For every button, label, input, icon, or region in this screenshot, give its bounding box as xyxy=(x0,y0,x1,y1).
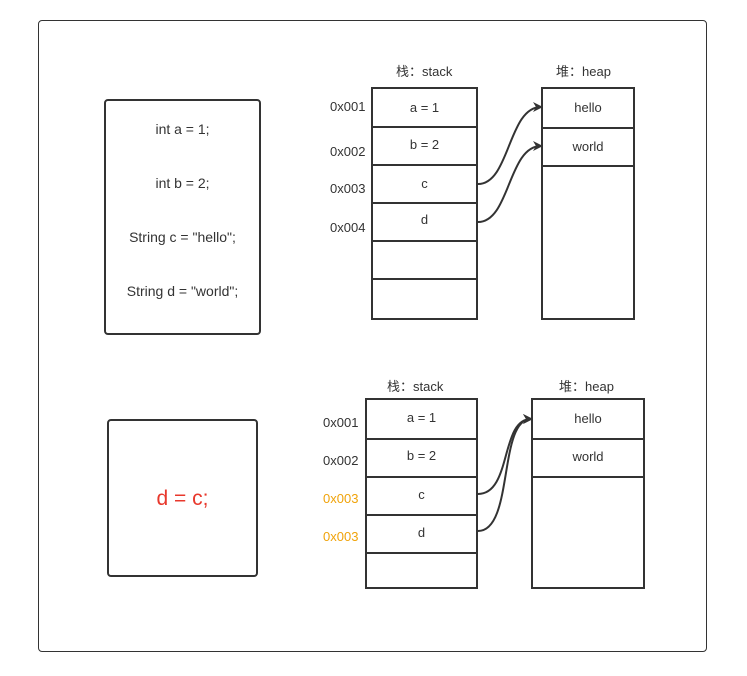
stack-cell: d xyxy=(367,514,476,554)
top-address-2: 0x002 xyxy=(330,144,366,159)
code-line-int-b: int b = 2; xyxy=(155,175,210,191)
bottom-address-4-highlight: 0x003 xyxy=(323,529,359,544)
top-stack-title: 栈：stack xyxy=(396,64,453,79)
top-address-1: 0x001 xyxy=(330,99,366,114)
heap-cell-hello: hello xyxy=(533,400,643,440)
top-heap-title: 堆：heap xyxy=(556,64,611,79)
top-address-4: 0x004 xyxy=(330,220,366,235)
diagram-frame xyxy=(38,20,707,652)
top-heap: hello world xyxy=(541,87,635,320)
heap-cell-hello: hello xyxy=(543,89,633,129)
code-line-string-d: String d = "world"; xyxy=(126,283,239,299)
bottom-address-1: 0x001 xyxy=(323,415,359,430)
top-address-3: 0x003 xyxy=(330,181,366,196)
bottom-heap: hello world xyxy=(531,398,645,589)
stack-cell: a = 1 xyxy=(367,400,476,440)
heap-cell-world: world xyxy=(543,127,633,167)
code-line-int-a: int a = 1; xyxy=(155,121,210,137)
arrow-d-to-world xyxy=(477,141,543,223)
bottom-address-2: 0x002 xyxy=(323,453,359,468)
stack-cell: a = 1 xyxy=(373,89,476,128)
code-line-string-c: String c = "hello"; xyxy=(129,229,236,245)
stack-cell: b = 2 xyxy=(367,438,476,478)
bottom-heap-title: 堆：heap xyxy=(559,379,614,394)
heap-cell-world: world xyxy=(533,438,643,478)
top-code-box: int a = 1; int b = 2; String c = "hello"… xyxy=(104,99,261,335)
bottom-code-box: d = c; xyxy=(107,419,258,577)
arrow-c-to-hello xyxy=(477,102,543,185)
arrow-d-to-hello-bottom xyxy=(477,414,533,532)
stack-cell: d xyxy=(373,202,476,242)
stack-cell: b = 2 xyxy=(373,126,476,166)
top-stack: a = 1 b = 2 c d xyxy=(371,87,478,320)
bottom-stack: a = 1 b = 2 c d xyxy=(365,398,478,589)
bottom-address-3-highlight: 0x003 xyxy=(323,491,359,506)
stack-cell xyxy=(373,240,476,280)
stack-cell: c xyxy=(367,476,476,516)
bottom-stack-title: 栈：stack xyxy=(387,379,444,394)
stack-cell: c xyxy=(373,164,476,204)
assignment-d-equals-c: d = c; xyxy=(156,487,209,510)
